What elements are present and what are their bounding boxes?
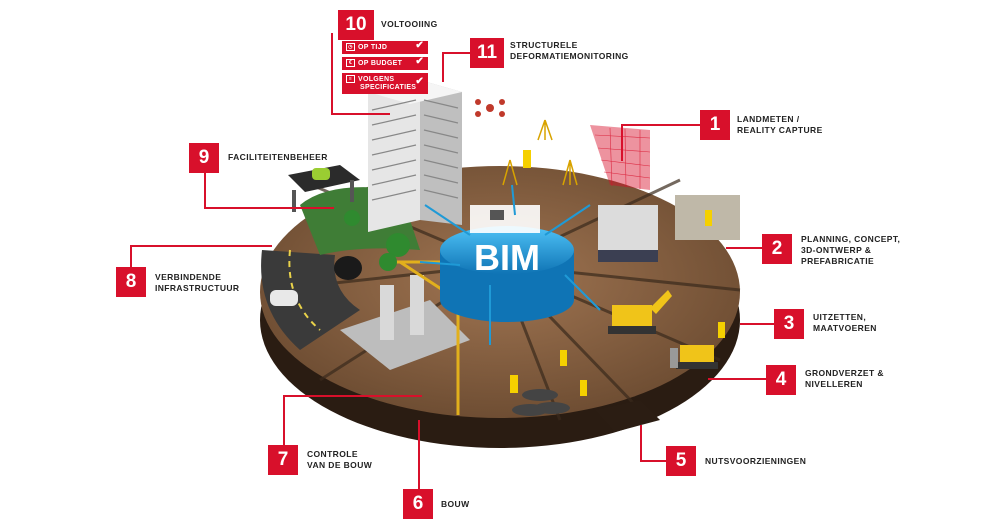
checkmark-icon: ✔ [415,75,424,87]
car [270,290,298,306]
checkmark-icon: ✔ [415,55,424,67]
check-on-budget: €OP BUDGET ✔ [342,55,428,70]
step-label-4: GRONDVERZET &NIVELLEREN [805,368,884,389]
step-badge-8: 8 [116,267,146,297]
step-badge-4: 4 [766,365,796,395]
workers [510,150,725,396]
construction-slab [340,300,470,370]
office-room [598,205,658,250]
reality-capture-mesh [590,125,650,190]
step-badge-3: 3 [774,309,804,339]
connector-3 [740,323,774,325]
drone [475,99,505,117]
connector-2 [726,247,762,249]
step-label-3: UITZETTEN,MAATVOEREN [813,312,877,333]
step-badge-11: 11 [470,38,504,68]
step-badge-5: 5 [666,446,696,476]
step-badge-10: 10 [338,10,374,40]
step-label-6: BOUW [441,499,470,509]
money-icon: € [346,58,355,67]
utility-trench [595,400,660,432]
completion-checklist: ◷OP TIJD ✔ €OP BUDGET ✔ ≡VOLGENS SPECIFI… [342,41,428,97]
connector-1 [621,124,703,161]
step-label-5: NUTSVOORZIENINGEN [705,456,807,466]
check-specifications: ≡VOLGENS SPECIFICATIES ✔ [342,72,428,94]
step-badge-9: 9 [189,143,219,173]
bim-connections [419,184,601,345]
step-badge-2: 2 [762,234,792,264]
step-label-2: PLANNING, CONCEPT,3D-ONTWERP &PREFABRICA… [801,234,901,266]
bim-label: BIM [474,237,540,278]
connector-6 [418,420,420,490]
connector-5 [640,425,668,462]
step-badge-1: 1 [700,110,730,140]
trees [344,210,410,271]
clock-icon: ◷ [346,43,355,51]
step-badge-6: 6 [403,489,433,519]
connector-11 [442,52,474,82]
bulldozer [670,345,718,369]
bim-hub: BIM [440,205,574,322]
document-icon: ≡ [346,74,355,83]
connector-4 [708,378,766,380]
step-badge-7: 7 [268,445,298,475]
pipes [512,389,570,416]
road-segment [261,250,360,350]
connector-7 [283,395,422,447]
step-label-9: FACILITEITENBEHEER [228,152,328,162]
carport [288,165,360,212]
tunnel-entrance [334,256,362,280]
check-on-time: ◷OP TIJD ✔ [342,41,428,54]
connector-9 [204,170,334,209]
tower-building [368,80,462,232]
survey-instruments [502,119,578,186]
connector-8 [130,245,272,269]
step-label-10: VOLTOOIING [381,19,438,29]
connector-10 [331,33,390,115]
step-label-1: LANDMETEN /REALITY CAPTURE [737,114,823,135]
excavator [608,290,672,334]
checkmark-icon: ✔ [415,40,424,51]
